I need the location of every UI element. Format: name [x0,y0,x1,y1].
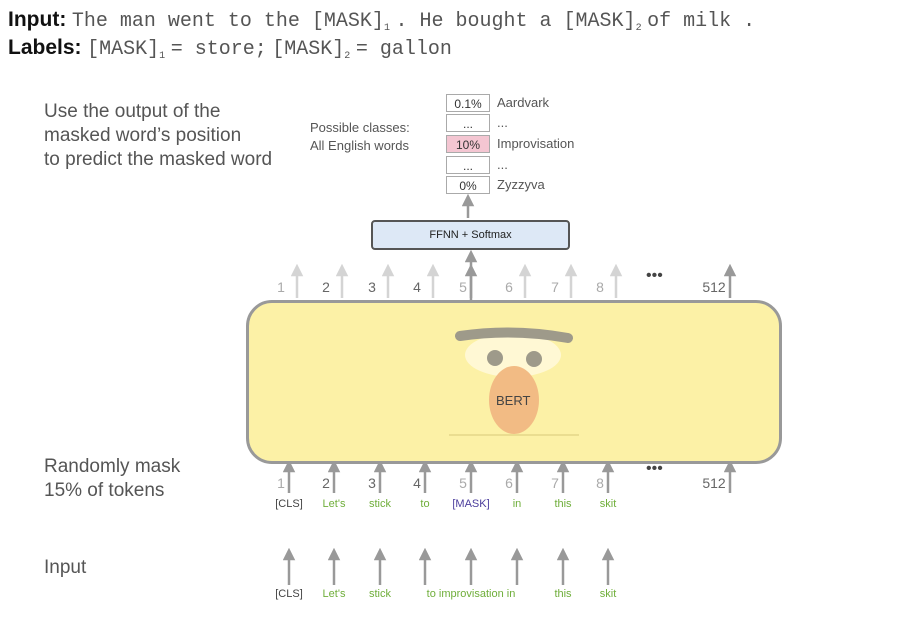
sub-1: 1 [383,23,390,34]
masked-token: [MASK] [452,498,490,510]
ffnn-softmax-box: FFNN + Softmax [371,220,570,250]
bert-nose [489,366,539,434]
class-label: ... [497,157,508,172]
input-token: Let's [322,588,346,600]
output-position-number: 2 [322,279,330,295]
label-sub-1: 1 [159,51,166,62]
class-probability-cell: 0% [446,176,490,194]
masked-token: to [420,498,430,510]
sub-2: 2 [635,23,642,34]
input-position-number: 5 [459,475,467,491]
input-position-number: 2 [322,475,330,491]
bert-label: BERT [496,393,531,408]
possible-classes-text: Possible classes: All English words [310,119,410,155]
class-probability-cell: ... [446,156,490,174]
input-token: skit [599,588,617,600]
predict-caption: Use the output of the masked word’s posi… [44,100,272,172]
input-token: [CLS] [275,588,303,600]
input-example-line: Input: The man went to the [MASK]1 . He … [8,8,756,34]
class-probability-cell: 0.1% [446,94,490,112]
bert-eyebrow [455,327,573,343]
class-label: Zyzzyva [497,177,545,192]
input-position-number: 3 [368,475,376,491]
class-label: ... [497,115,508,130]
input-ellipsis: ••• [646,460,663,477]
masked-token: skit [599,498,617,510]
label-sub-2: 2 [344,51,351,62]
mask-caption-line-1: Randomly mask [44,456,181,477]
possible-classes-line-2: All English words [310,138,409,153]
input-position-512: 512 [702,475,726,491]
class-label: Improvisation [497,136,575,151]
input-sentence-c: of milk . [647,10,756,33]
class-probability-cell: 10% [446,135,490,153]
labels-line: Labels: [MASK]1 = store; [MASK]2 = gallo… [8,36,452,62]
masked-token: in [512,498,522,510]
output-position-number: 1 [277,279,285,295]
masked-token: stick [369,498,391,510]
bert-right-eye [526,351,542,367]
predict-caption-line-3: to predict the masked word [44,149,273,170]
mask-caption-line-2: 15% of tokens [44,480,165,501]
input-position-number: 7 [551,475,559,491]
output-position-number: 7 [551,279,559,295]
label-d: = gallon [355,38,452,61]
output-position-number: 8 [596,279,604,295]
input-token: this [554,588,572,600]
input-token: stick [369,588,391,600]
input-sentence-b: . He bought a [MASK] [395,10,636,33]
output-ellipsis: ••• [646,267,663,284]
label-c: [MASK] [272,38,345,61]
class-label: Aardvark [497,95,550,110]
bert-left-eye [487,350,503,366]
output-position-number: 4 [413,279,421,295]
label-b: = store; [170,38,267,61]
input-caption: Input [44,557,87,578]
mask-caption: Randomly mask 15% of tokens [44,455,180,503]
input-position-number: 1 [277,475,285,491]
output-position-number: 6 [505,279,513,295]
output-position-number: 5 [459,279,467,295]
masked-token: [CLS] [275,498,303,510]
predict-caption-line-1: Use the output of the [44,101,221,122]
input-position-number: 6 [505,475,513,491]
input-position-number: 4 [413,475,421,491]
input-key: Input [8,8,60,31]
possible-classes-line-1: Possible classes: [310,120,410,135]
label-a: [MASK] [87,38,160,61]
input-position-number: 8 [596,475,604,491]
output-position-512: 512 [702,279,726,295]
masked-token: Let's [322,498,346,510]
labels-key: Labels: [8,36,82,59]
input-token: to improvisation in [426,588,516,600]
predict-caption-line-2: masked word’s position [44,125,242,146]
output-position-number: 3 [368,279,376,295]
masked-token: this [554,498,572,510]
input-sentence-a: The man went to the [MASK] [71,10,384,33]
class-probability-cell: ... [446,114,490,132]
